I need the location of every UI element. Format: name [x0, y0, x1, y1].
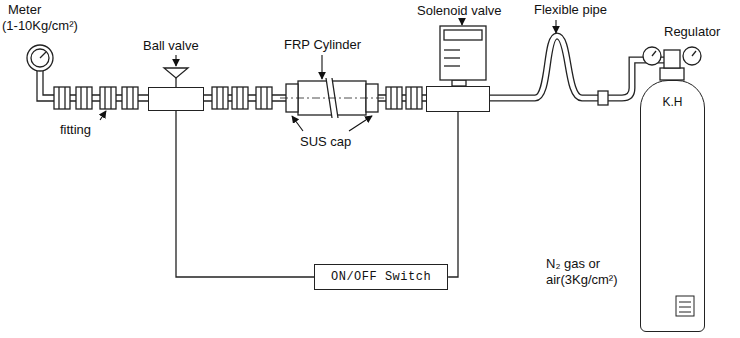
part-label: (1-10Kg/cm²) [2, 18, 78, 33]
part-label: SUS cap [300, 134, 351, 149]
regulator [652, 51, 656, 56]
regulator [664, 50, 680, 68]
pipe-fitting [58, 87, 59, 109]
pipe-fitting [232, 87, 248, 109]
solenoid-coil [444, 65, 460, 66]
flexible-pipe [490, 36, 664, 98]
pressure-gauge [40, 52, 46, 58]
pipe-fitting [236, 87, 237, 109]
part-label: Solenoid valve [417, 3, 502, 18]
label-holder: SUS cap [300, 134, 351, 150]
leader-arrow [321, 55, 322, 79]
part-label: Regulator [664, 24, 720, 39]
pressure-gauge [37, 71, 56, 101]
pipe-fitting [256, 87, 272, 109]
cylinder-plate [679, 312, 691, 313]
label-holder: Ball valve [143, 38, 199, 53]
label-holder: Regulator [664, 24, 720, 40]
leader-arrow [555, 20, 556, 33]
pipe-fitting [410, 87, 411, 109]
solenoid-coil [444, 30, 482, 40]
pipe-fitting [416, 87, 417, 109]
solenoid-coil [444, 49, 460, 50]
part-label: Ball valve [143, 38, 199, 53]
ball-valve: Ball valve [148, 87, 204, 111]
label-holder: FRP Cylinder [284, 37, 361, 53]
solenoid-coil [444, 57, 460, 58]
label-holder: Flexible pipe [534, 2, 607, 18]
pipe-fitting [396, 87, 397, 109]
switch-label: ON/OFF Switch [331, 270, 431, 284]
ball-valve-handle [164, 68, 188, 87]
control-wire [448, 112, 458, 277]
part-label: fitting [60, 122, 91, 137]
pipe-fitting [64, 87, 65, 109]
part-label: Flexible pipe [534, 2, 607, 17]
pipe-fitting [54, 87, 70, 109]
pipe-fitting [122, 87, 138, 109]
regulator [643, 47, 661, 65]
control-wire [176, 111, 314, 277]
regulator [692, 51, 696, 56]
label-holder: Meter [8, 2, 41, 18]
leader-arrow [292, 116, 303, 131]
label-holder: N₂ gas or air(3Kg/cm²) [546, 256, 638, 287]
regulator [660, 68, 684, 80]
flexible-pipe [490, 36, 664, 98]
pipe-fitting [86, 87, 87, 109]
frp-cylinder [280, 78, 384, 118]
pressure-gauge [27, 45, 56, 101]
label-holder: Solenoid valve [417, 3, 502, 18]
pipe-fitting [390, 87, 391, 109]
leader-arrow [175, 55, 176, 66]
leader-arrow [100, 111, 106, 120]
pressure-gauge [31, 49, 49, 67]
pipe-fitting [406, 87, 422, 109]
regulator [643, 47, 701, 80]
solenoid-coil [440, 26, 486, 80]
pipe-fitting [76, 87, 92, 109]
pipe-fitting [104, 87, 105, 109]
frp-cylinder [280, 98, 384, 99]
part-label: Meter [8, 2, 41, 17]
pipe-fitting [386, 87, 402, 109]
flexible-pipe [598, 91, 608, 105]
pipe-fitting [216, 87, 217, 109]
pipe-fitting [212, 87, 228, 109]
flexible-pipe [490, 36, 664, 105]
pipe-fitting [110, 87, 111, 109]
part-label: FRP Cylinder [284, 37, 361, 52]
cylinder-plate [676, 296, 694, 316]
label-holder: fitting [60, 122, 91, 138]
switch-box: ON/OFF Switch [314, 264, 448, 290]
gas-cylinder: K.H [640, 80, 705, 332]
cylinder-plate [679, 302, 691, 303]
ball-valve-handle [175, 78, 176, 87]
pipe-fitting [126, 87, 127, 109]
regulator [683, 47, 701, 65]
pipe-fitting [132, 87, 133, 109]
leader-arrow [461, 19, 462, 25]
leader-arrow [100, 19, 556, 131]
pipe-fitting [260, 87, 261, 109]
label-holder: (1-10Kg/cm²) [2, 18, 78, 34]
solenoid-coil [440, 26, 486, 86]
cylinder-mark: K.H [662, 95, 682, 109]
solenoid-valve: Solenoid valve [426, 86, 490, 112]
pipe-fitting [242, 87, 243, 109]
pipe-fitting [222, 87, 223, 109]
part-label: N₂ gas or air(3Kg/cm²) [546, 256, 618, 287]
cylinder-plate [679, 307, 691, 308]
ball-valve-handle [164, 68, 188, 78]
pressure-gauge [27, 45, 53, 71]
pipe-fitting [266, 87, 267, 109]
leader-arrow [349, 116, 372, 131]
cylinder-plate [676, 296, 694, 316]
pipe-fitting [80, 87, 81, 109]
pipe-fitting [100, 87, 116, 109]
